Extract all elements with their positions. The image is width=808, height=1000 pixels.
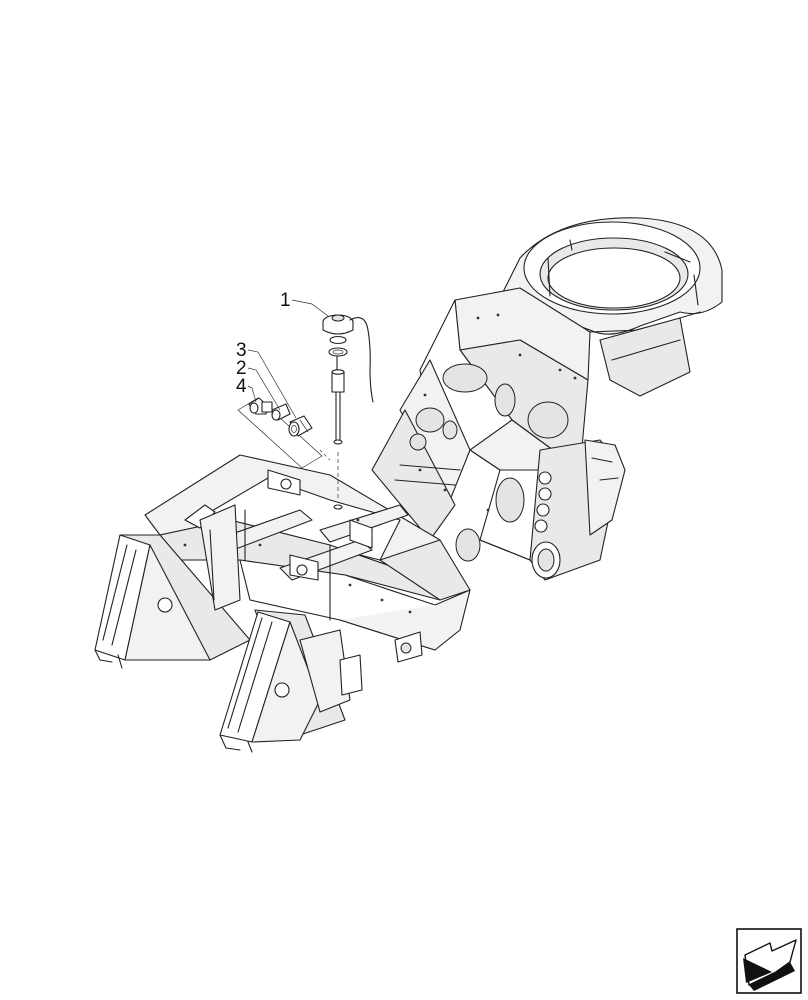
elbow-fitting [248,397,273,415]
cab-ring-mount [499,217,723,397]
float [331,371,345,393]
next-page-arrow-icon[interactable] [736,928,802,994]
adapter-fitting [271,403,291,421]
callout-label-1: 1 [280,290,291,311]
o-ring-upper [329,335,347,345]
callout-label-3: 3 [236,340,247,361]
front-right-leg [219,609,363,753]
upper-frame-beam [371,287,626,581]
callout-1: 1 [280,290,329,317]
front-left-leg [94,504,251,669]
hose-connector [288,415,313,437]
callout-4: 4 [236,376,257,403]
fuel-level-sender-assembly [322,314,374,510]
chassis-frame [94,217,723,753]
hose-fittings-group [237,397,331,469]
callout-label-2: 2 [236,358,247,379]
callout-label-4: 4 [236,376,247,397]
callout-3: 3 [236,340,297,419]
callout-2: 2 [236,358,281,411]
o-ring-lower [328,347,348,357]
sender-head [322,314,374,403]
callouts: 1 3 2 4 [236,290,329,419]
